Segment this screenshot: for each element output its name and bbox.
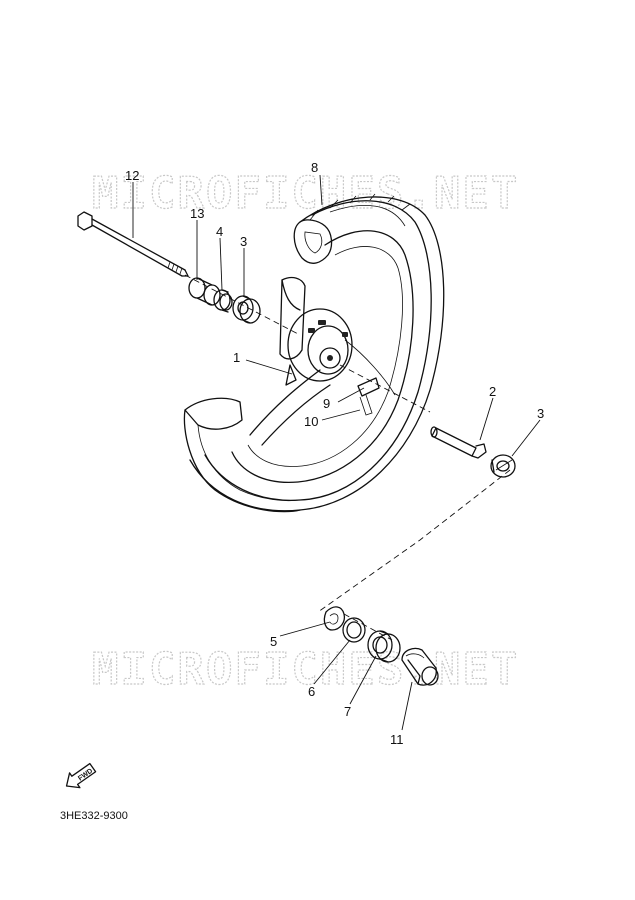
callout-10: 10 (304, 414, 318, 429)
part-7-bearing (367, 630, 401, 663)
callout-7: 7 (344, 704, 351, 719)
callout-13: 13 (190, 206, 204, 221)
callout-3-right: 3 (537, 406, 544, 421)
watermark-bottom: MICROFICHES.NET (92, 644, 519, 695)
callout-2: 2 (489, 384, 496, 399)
part-13-collar (188, 277, 221, 306)
assembly-line-seal (343, 613, 393, 641)
diagram-code: 3HE332-9300 (60, 810, 128, 822)
callout-12: 12 (125, 168, 139, 183)
fwd-label: FWD (77, 768, 94, 783)
callout-5: 5 (270, 634, 277, 649)
wheel-assembly (183, 193, 445, 513)
part-2-spacer (430, 426, 487, 459)
callout-6: 6 (308, 684, 315, 699)
fwd-arrow-icon: FWD (65, 762, 97, 789)
callout-labels: 12 13 4 3 8 1 9 10 2 3 5 6 7 11 (125, 160, 544, 747)
callout-9: 9 (323, 396, 330, 411)
part-3-bearing-right (490, 454, 516, 478)
part-4-oil-seal (213, 289, 233, 313)
part-3-bearing-left (232, 295, 261, 324)
leader-lines (132, 174, 541, 731)
callout-4: 4 (216, 224, 223, 239)
assembly-line-right (339, 364, 431, 413)
part-5-circlip (323, 606, 346, 631)
callout-11: 11 (390, 732, 404, 747)
part-12-front-axle (77, 211, 189, 277)
callout-3-left: 3 (240, 234, 247, 249)
callout-8: 8 (311, 160, 318, 175)
assembly-line-axle (184, 274, 301, 336)
watermark-top: MICROFICHES.NET (92, 168, 519, 219)
part-6-oil-seal (342, 617, 366, 643)
callout-1: 1 (233, 350, 240, 365)
assembly-line-hub-parts (317, 469, 511, 613)
part-11-meter-clutch (401, 647, 439, 686)
